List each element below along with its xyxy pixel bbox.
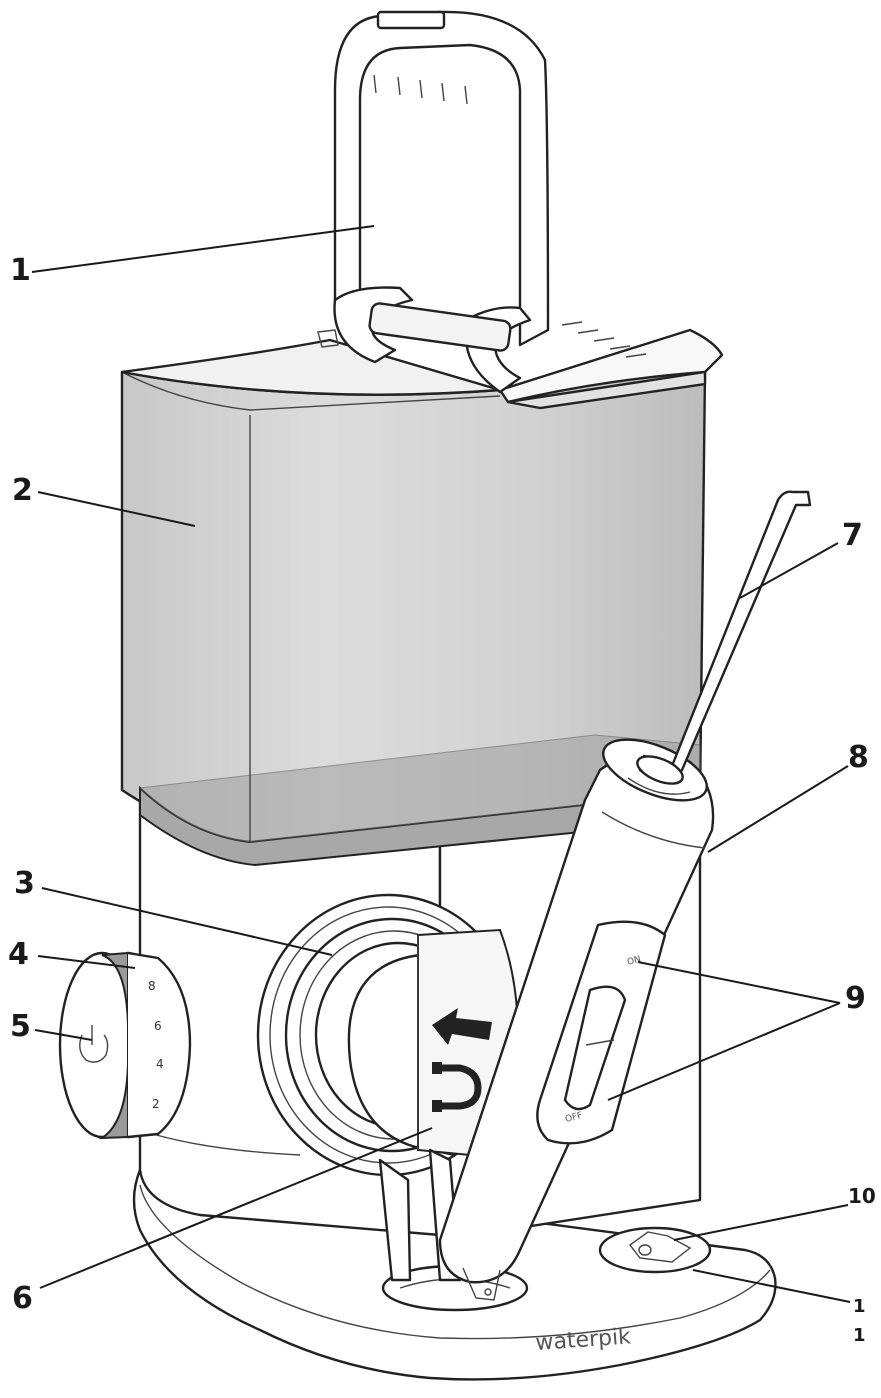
hose-coil (256, 893, 520, 1282)
handle[interactable]: ON OFF (438, 727, 715, 1301)
pressure-scale: 8 6 4 2 (148, 979, 164, 1111)
callout-8: 8 (848, 740, 869, 775)
pressure-mark-6: 6 (154, 1019, 162, 1033)
lid-handle (317, 10, 550, 394)
power-icon (79, 1034, 109, 1063)
pressure-mark-4: 4 (156, 1057, 164, 1071)
hose-direction-arrow (432, 1008, 492, 1045)
pressure-control-dial[interactable]: 8 6 4 2 (58, 951, 192, 1140)
magnet-icon (440, 1064, 482, 1110)
pressure-mark-2: 2 (152, 1097, 160, 1111)
leader-lines (31, 225, 851, 1303)
tip-holder (598, 1226, 712, 1274)
callout-11-bottom: 1 (853, 1325, 866, 1346)
callout-5: 5 (10, 1009, 31, 1044)
callout-7: 7 (842, 518, 863, 553)
on-off-switch[interactable]: ON OFF (536, 920, 667, 1145)
callout-6: 6 (12, 1281, 33, 1316)
callout-3: 3 (14, 866, 35, 901)
switch-off-label: OFF (564, 1111, 583, 1125)
pressure-mark-8: 8 (148, 979, 156, 993)
switch-on-label: ON (626, 955, 642, 968)
callout-2: 2 (12, 473, 33, 508)
callout-1: 1 (10, 253, 31, 288)
callout-labels: 1 2 3 4 5 6 7 8 9 10 1 1 (8, 253, 876, 1346)
reservoir-lid (120, 321, 724, 410)
callout-11-top: 1 (853, 1296, 866, 1317)
callout-4: 4 (8, 937, 29, 972)
flosser-tip (627, 490, 812, 795)
callout-9: 9 (845, 981, 866, 1016)
callout-10: 10 (848, 1184, 876, 1208)
